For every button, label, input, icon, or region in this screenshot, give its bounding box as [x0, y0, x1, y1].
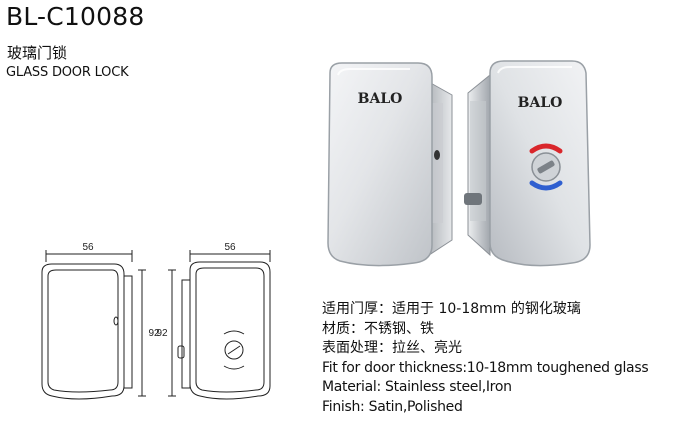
brand-logo-right: BALO: [518, 95, 563, 111]
side-height-label: 92: [156, 328, 168, 339]
spec-thickness-en: Fit for door thickness:10-18mm toughened…: [322, 359, 649, 376]
side-width-label: 56: [224, 242, 236, 253]
spec-material-en: Material: Stainless steel,Iron: [322, 379, 512, 395]
brand-logo-left: BALO: [358, 91, 403, 107]
thumb-turn-knob: [531, 152, 561, 182]
product-photo: BALO BALO: [327, 60, 591, 267]
model-number: BL-C10088: [6, 2, 145, 31]
spec-finish-cn: 表面处理：拉丝、亮光: [322, 340, 462, 356]
spec-thickness-cn: 适用门厚：适用于 10-18mm 的钢化玻璃: [322, 301, 581, 317]
product-name-en: GLASS DOOR LOCK: [6, 65, 129, 80]
spec-material-cn: 材质：不锈钢、铁: [322, 320, 434, 337]
spec-finish-en: Finish: Satin,Polished: [322, 398, 463, 415]
spec-list: 适用门厚：适用于 10-18mm 的钢化玻璃 材质：不锈钢、铁 表面处理：拉丝、…: [322, 300, 672, 417]
side-view: [168, 250, 271, 400]
product-name-cn: 玻璃门锁: [7, 44, 68, 62]
dimension-drawing: 56 92 56 92: [41, 242, 271, 400]
right-lock-body: BALO: [464, 60, 591, 267]
front-width-label: 56: [82, 242, 94, 253]
left-lock-body: BALO: [327, 62, 453, 267]
front-view: [41, 250, 146, 400]
latch-bolt: [464, 193, 482, 205]
pin-hole-icon: [434, 150, 440, 160]
front-height-label: 92: [148, 328, 160, 339]
occupancy-indicator: [529, 143, 563, 191]
